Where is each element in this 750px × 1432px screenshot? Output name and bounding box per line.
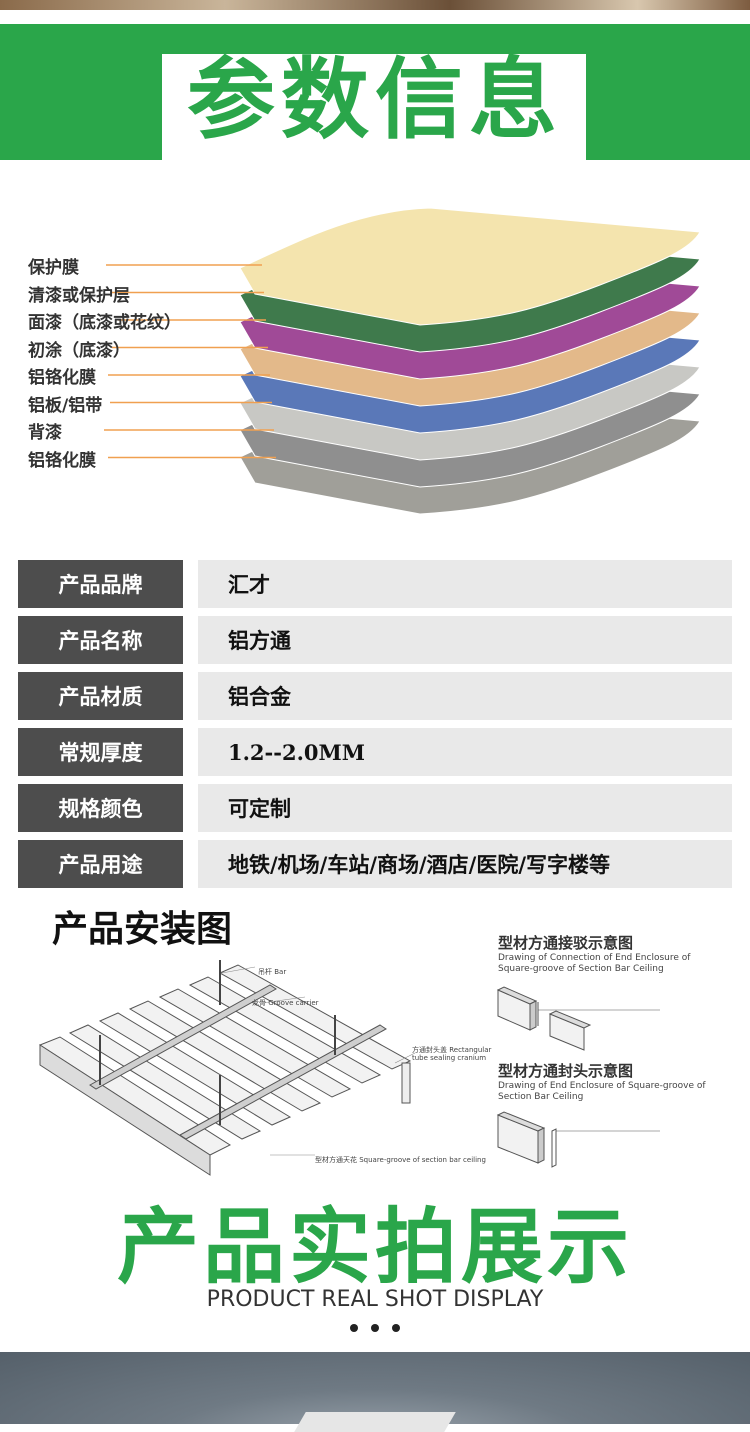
param-key: 常规厚度 <box>18 728 183 776</box>
param-key: 产品材质 <box>18 672 183 720</box>
section-label: 型材方通天花 Square-groove of section bar ceil… <box>315 1156 486 1164</box>
param-key: 产品品牌 <box>18 560 183 608</box>
layer-label: 铝铬化膜 <box>28 368 96 388</box>
connection-drawing <box>496 986 660 1051</box>
param-value: 铝合金 <box>198 672 732 720</box>
param-key: 规格颜色 <box>18 784 183 832</box>
table-row: 产品品牌 汇才 <box>18 560 732 608</box>
layer-label: 铝板/铝带 <box>28 395 103 416</box>
carrier-label: 龙骨 Groove carrier <box>252 999 319 1007</box>
banner-title: 参数信息 <box>186 47 563 151</box>
table-row: 常规厚度 1.2--2.0MM <box>18 728 732 776</box>
dot <box>371 1324 379 1332</box>
hanger-label: 吊杆 Bar <box>258 968 287 976</box>
coating-layer <box>239 207 701 326</box>
layer-label: 面漆（底漆或花纹） <box>28 313 181 333</box>
layer-label: 铝铬化膜 <box>28 450 96 471</box>
param-key: 产品名称 <box>18 616 183 664</box>
dot <box>350 1324 358 1332</box>
product-photo <box>0 1352 750 1432</box>
section-banner: 参数信息 <box>0 24 750 162</box>
coating-layers-diagram: 保护膜清漆或保护层面漆（底漆或花纹）初涂（底漆）铝铬化膜铝板/铝带背漆铝铬化膜 <box>0 190 750 530</box>
install-title: 产品安装图 <box>52 909 233 950</box>
enclosure-subtitle: Drawing of End Enclosure of Square-groov… <box>498 1081 706 1102</box>
connection-subtitle: Drawing of Connection of End Enclosure o… <box>498 953 691 974</box>
top-photo-strip <box>0 0 750 10</box>
table-row: 产品材质 铝合金 <box>18 672 732 720</box>
sealing-label: 方通封头盖 Rectangular tube sealing cranium <box>412 1046 492 1062</box>
install-drawing <box>38 960 416 1176</box>
param-value: 地铁/机场/车站/商场/酒店/医院/写字楼等 <box>198 840 732 888</box>
param-value: 1.2--2.0MM <box>198 728 732 776</box>
connection-title: 型材方通接驳示意图 <box>498 934 634 952</box>
layer-label: 背漆 <box>28 423 62 443</box>
layers-svg <box>104 207 701 515</box>
param-key: 产品用途 <box>18 840 183 888</box>
layer-label: 初涂（底漆） <box>28 340 130 361</box>
section-dots <box>350 1324 400 1334</box>
banner-box <box>162 54 586 162</box>
photo-highlight <box>294 1412 456 1432</box>
real-shot-title: 产品实拍展示 <box>116 1200 633 1295</box>
param-value: 可定制 <box>198 784 732 832</box>
dot <box>392 1324 400 1332</box>
param-value: 汇才 <box>198 560 732 608</box>
table-row: 产品用途 地铁/机场/车站/商场/酒店/医院/写字楼等 <box>18 840 732 888</box>
layer-label: 清漆或保护层 <box>28 285 130 306</box>
enclosure-title: 型材方通封头示意图 <box>498 1062 634 1080</box>
enclosure-drawing <box>496 1111 660 1168</box>
table-row: 产品名称 铝方通 <box>18 616 732 664</box>
real-shot-subtitle: PRODUCT REAL SHOT DISPLAY <box>206 1287 544 1312</box>
table-row: 规格颜色 可定制 <box>18 784 732 832</box>
layer-label: 保护膜 <box>28 258 79 278</box>
param-value: 铝方通 <box>198 616 732 664</box>
